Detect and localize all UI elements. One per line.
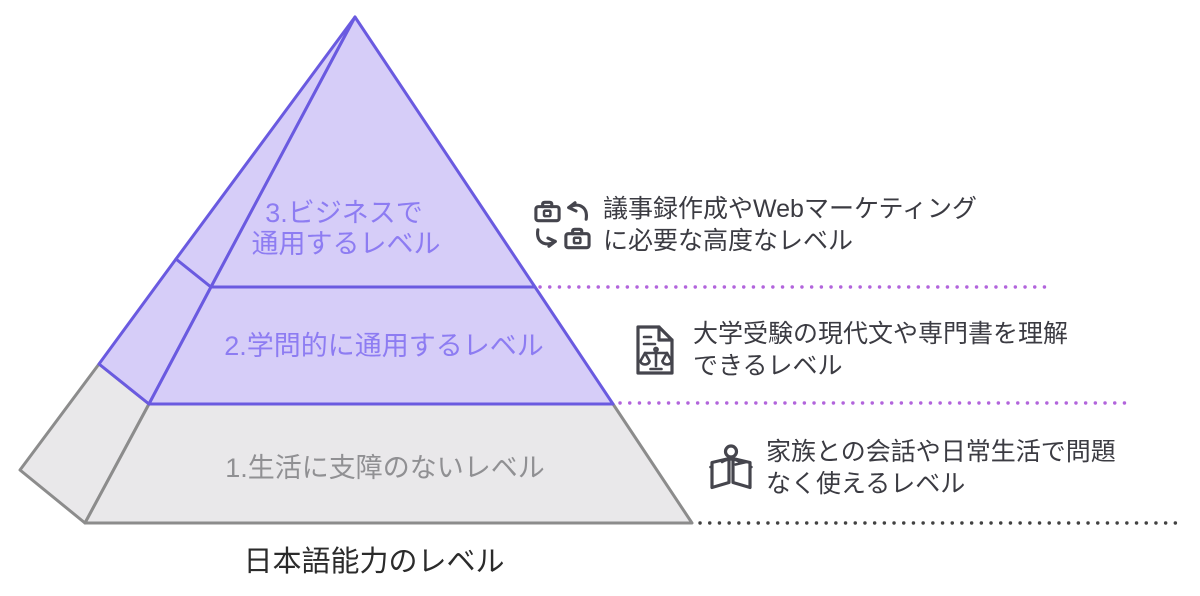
annotation-academic-line-2: できるレベル — [693, 352, 843, 380]
pyramid-caption: 日本語能力のレベル — [243, 545, 504, 578]
annotation-business-line-1: 議事録作成やWebマーケティング — [603, 195, 977, 223]
person-reading-icon — [706, 444, 754, 492]
annotation-business-line-2: に必要な高度なレベル — [603, 227, 854, 255]
annotation-academic-line-1: 大学受験の現代文や専門書を理解 — [693, 320, 1069, 348]
annotation-daily-life-line-2: なく使えるレベル — [766, 470, 966, 498]
annotation-daily-life: 家族との会話や日常生活で問題 なく使えるレベル — [706, 436, 1116, 500]
annotation-daily-life-line-1: 家族との会話や日常生活で問題 — [766, 438, 1116, 466]
level-3-label-line-1: 3.ビジネスで — [265, 198, 423, 228]
level-2-label: 2.学問的に通用するレベル — [224, 331, 544, 361]
document-scales-icon — [629, 324, 681, 376]
pyramid-front-level-3 — [209, 15, 537, 289]
annotation-academic: 大学受験の現代文や専門書を理解 できるレベル — [629, 318, 1068, 382]
annotation-business: 議事録作成やWebマーケティング に必要な高度なレベル — [533, 193, 977, 257]
level-1-label: 1.生活に支障のないレベル — [225, 453, 545, 483]
briefcase-exchange-icon — [533, 196, 591, 254]
level-3-label-line-2: 通用するレベル — [252, 229, 441, 259]
